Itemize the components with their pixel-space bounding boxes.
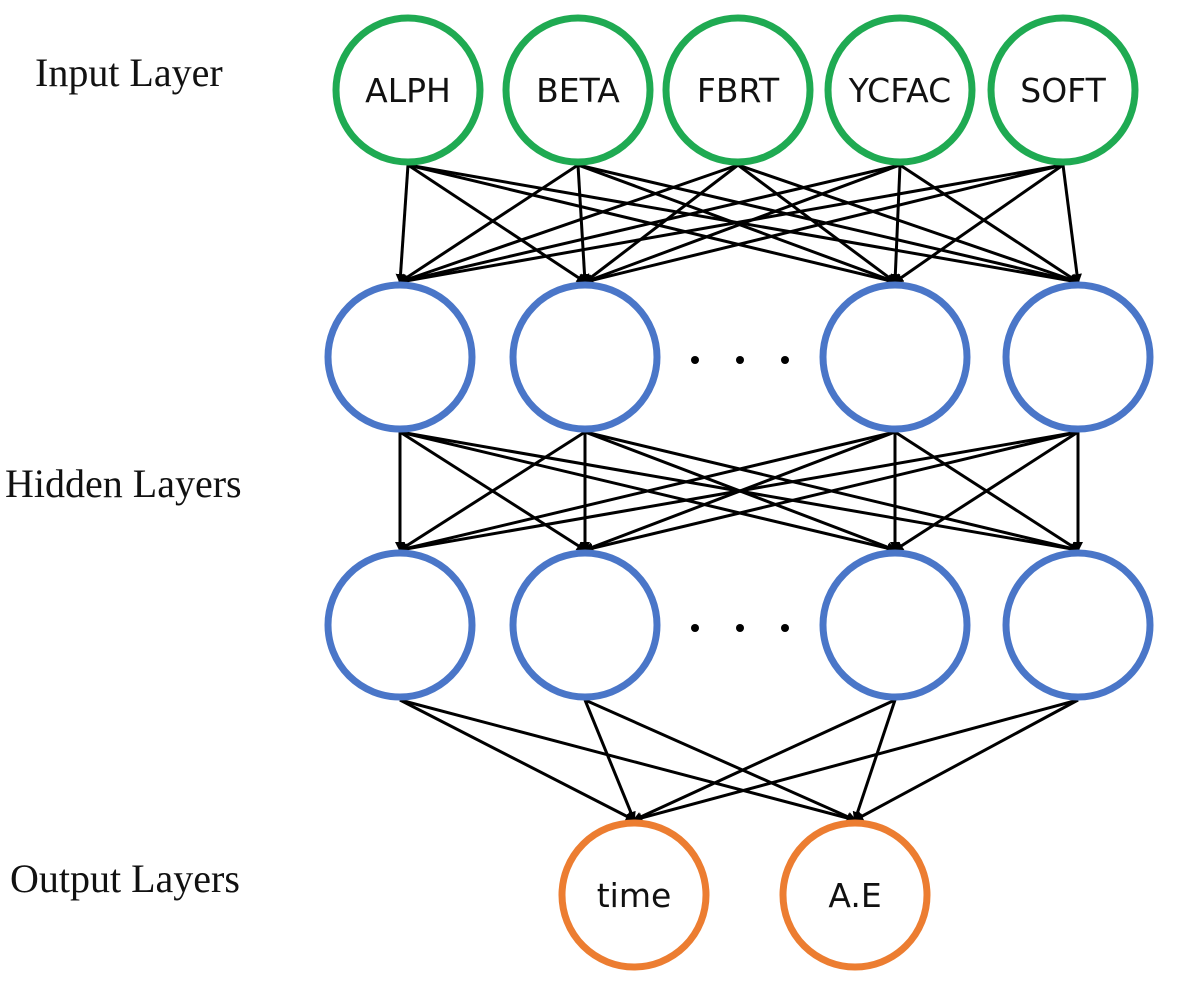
hidden2-node-0 [324, 549, 476, 701]
output-node-1 [779, 819, 931, 971]
input-node-3 [824, 14, 976, 166]
hidden1-node-2 [819, 281, 971, 433]
edge-input-3-to-hidden1-0 [398, 163, 901, 286]
output-layers-label: Output Layers [10, 856, 240, 901]
edge-hidden1-3-to-hidden2-0 [398, 430, 1079, 554]
edge-input-1-to-hidden1-1 [576, 164, 590, 284]
hidden2-ellipsis-dot-1 [736, 624, 744, 632]
edge-input-3-to-hidden1-2 [890, 164, 902, 284]
hidden1-ellipsis-dot-1 [736, 356, 744, 364]
hidden2-ellipsis-dot-0 [691, 624, 699, 632]
input-node-label-beta: BETA [536, 71, 620, 110]
hidden1-node-3 [1002, 281, 1154, 433]
input-node-label-fbrt: FBRT [697, 71, 780, 110]
hidden1-node-0 [324, 281, 476, 433]
connections [395, 163, 1083, 823]
input-node-label-alph: ALPH [365, 71, 451, 110]
ellipses [691, 356, 789, 632]
input-node-2 [662, 14, 814, 166]
input-node-label-ycfac: YCFAC [848, 71, 951, 110]
input-layer-label: Input Layer [35, 50, 223, 95]
edge-hidden1-1-to-hidden2-0 [398, 430, 586, 552]
edge-hidden2-1-to-output-0 [583, 699, 636, 822]
output-node-0 [558, 819, 710, 971]
edge-input-0-to-hidden1-0 [395, 164, 410, 284]
edge-hidden2-3-to-output-0 [632, 698, 1079, 823]
edge-hidden2-2-to-output-0 [632, 698, 896, 822]
input-node-1 [502, 14, 654, 166]
input-node-4 [987, 14, 1139, 166]
edge-input-3-to-hidden1-1 [583, 163, 901, 284]
hidden1-node-1 [509, 281, 661, 433]
edge-hidden2-0-to-output-1 [399, 698, 857, 823]
edge-hidden1-2-to-hidden2-0 [398, 430, 896, 554]
hidden-layers-label: Hidden Layers [5, 461, 242, 506]
edge-input-4-to-hidden1-0 [398, 163, 1064, 286]
input-node-label-soft: SOFT [1020, 71, 1106, 110]
hidden1-ellipsis-dot-0 [691, 356, 699, 364]
output-node-label-a-e: A.E [828, 876, 881, 915]
hidden2-node-1 [509, 549, 661, 701]
hidden2-node-2 [819, 549, 971, 701]
edge-hidden1-3-to-hidden2-1 [583, 430, 1079, 554]
edge-hidden2-0-to-output-0 [399, 698, 636, 822]
edge-input-0-to-hidden1-1 [407, 163, 587, 284]
hidden2-node-3 [1002, 549, 1154, 701]
output-node-label-time: time [597, 876, 672, 915]
input-node-0 [332, 14, 484, 166]
edge-input-1-to-hidden1-0 [398, 163, 579, 284]
edge-input-3-to-hidden1-3 [899, 163, 1080, 284]
edge-input-2-to-hidden1-1 [583, 163, 739, 284]
edge-input-4-to-hidden1-1 [583, 163, 1064, 285]
edge-input-2-to-hidden1-0 [398, 163, 739, 285]
edge-input-4-to-hidden1-3 [1061, 164, 1082, 284]
edge-input-2-to-hidden1-3 [737, 163, 1080, 285]
edge-hidden2-1-to-output-1 [584, 698, 857, 822]
edge-input-4-to-hidden1-2 [893, 163, 1064, 284]
hidden1-ellipsis-dot-2 [781, 356, 789, 364]
nodes: ALPH BETA FBRT YCFAC SOFT time A.E [324, 14, 1154, 971]
hidden2-ellipsis-dot-2 [781, 624, 789, 632]
edge-hidden1-3-to-hidden2-2 [893, 430, 1079, 552]
edge-hidden2-2-to-output-1 [852, 699, 897, 822]
edge-hidden2-3-to-output-1 [853, 698, 1079, 822]
edge-input-2-to-hidden1-2 [737, 163, 897, 284]
